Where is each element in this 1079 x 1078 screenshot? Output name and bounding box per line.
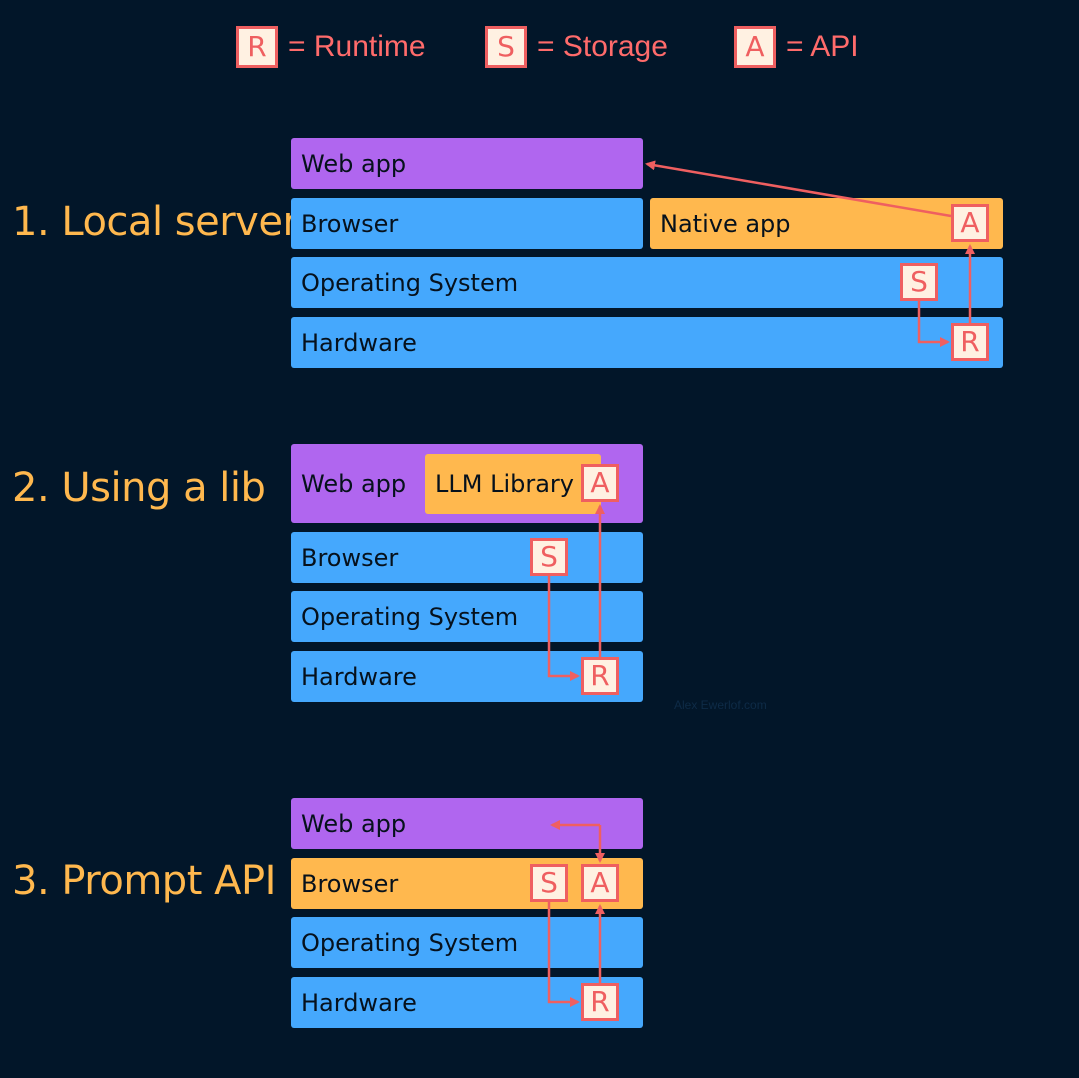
- section-1-title: 1. Local server: [12, 199, 299, 245]
- s3-runtime-badge: R: [581, 983, 619, 1021]
- s1-web-app-layer: Web app: [291, 138, 643, 189]
- watermark: Alex Ewerlof.com: [674, 698, 767, 712]
- s2-browser-layer: Browser: [291, 532, 643, 583]
- s1-hardware-layer: Hardware: [291, 317, 1003, 368]
- runtime-badge: R: [236, 26, 278, 68]
- s2-runtime-badge: R: [581, 657, 619, 695]
- legend-runtime: R = Runtime: [236, 25, 426, 69]
- s1-browser-layer: Browser: [291, 198, 643, 249]
- s3-storage-badge: S: [530, 864, 568, 902]
- s2-api-badge: A: [581, 464, 619, 502]
- section-3-title: 3. Prompt API: [12, 858, 276, 904]
- s2-storage-to-runtime-arrow: [547, 576, 580, 681]
- s1-api-to-webapp-arrow: [645, 160, 952, 218]
- s1-os-layer: Operating System: [291, 257, 1003, 308]
- s2-os-layer: Operating System: [291, 591, 643, 642]
- s1-runtime-badge: R: [951, 323, 989, 361]
- legend-api-label: = API: [786, 30, 859, 63]
- legend-runtime-label: = Runtime: [288, 30, 426, 63]
- s1-storage-to-runtime-arrow: [917, 301, 950, 347]
- legend-api: A = API: [734, 25, 859, 69]
- s1-storage-badge: S: [900, 263, 938, 301]
- legend-storage-label: = Storage: [537, 30, 668, 63]
- api-badge: A: [734, 26, 776, 68]
- s2-llm-library-layer: LLM Library: [425, 454, 601, 514]
- s1-api-badge: A: [951, 204, 989, 242]
- s2-storage-badge: S: [530, 538, 568, 576]
- s3-web-app-layer: Web app: [291, 798, 643, 849]
- s3-api-badge: A: [581, 864, 619, 902]
- s3-os-layer: Operating System: [291, 917, 643, 968]
- section-2-title: 2. Using a lib: [12, 465, 266, 511]
- storage-badge: S: [485, 26, 527, 68]
- legend-storage: S = Storage: [485, 25, 668, 69]
- s3-storage-to-runtime-arrow: [547, 902, 580, 1007]
- s1-native-app-layer: Native app: [650, 198, 1003, 249]
